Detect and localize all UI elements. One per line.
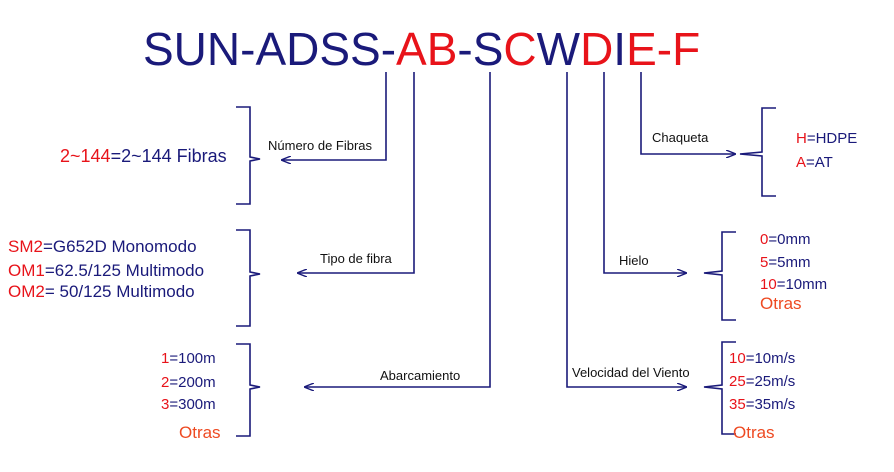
ice-other: Otras: [760, 294, 802, 313]
ice-eq: =5mm: [768, 254, 811, 271]
fiber-type-eq: =G652D: [42, 237, 112, 256]
fiber-type-code: OM2: [8, 282, 45, 301]
span-eq: =100m: [169, 350, 216, 367]
fiber-type-code: OM1: [8, 261, 45, 280]
label-fiber-type: Tipo de fibra: [320, 251, 392, 266]
wind-other: Otras: [733, 423, 775, 442]
span-code: 3: [161, 396, 170, 413]
span-row: 2=200m: [161, 375, 216, 390]
fiber-type-desc: Monomodo: [111, 237, 197, 256]
fibers-code: 2~144: [60, 146, 111, 166]
fiber-type-eq: =62.5/125: [44, 261, 126, 280]
title-part: -S: [457, 23, 504, 75]
ice-eq: =10mm: [776, 276, 828, 293]
wind-brace: [703, 341, 736, 435]
title-part: SUN-ADSS-: [143, 23, 397, 75]
wind-row: 10=10m/s: [729, 351, 795, 366]
jacket-row: A=AT: [796, 155, 833, 170]
wind-eq: =10m/s: [745, 350, 796, 367]
title-part: E-F: [626, 23, 701, 75]
wind-connector: [566, 72, 686, 387]
jacket-brace: [739, 107, 776, 197]
fiber-type-brace: [236, 229, 261, 327]
jacket-eq: =HDPE: [806, 130, 858, 147]
fibers-desc: Fibras: [176, 146, 227, 166]
ice-eq: =0mm: [768, 231, 811, 248]
wind-code: 35: [729, 396, 746, 413]
wind-code: 25: [729, 373, 746, 390]
span-code: 2: [161, 374, 170, 391]
fiber-type-row: SM2=G652D Monomodo: [8, 238, 197, 255]
span-eq: =200m: [169, 374, 216, 391]
span-other: Otras: [179, 423, 221, 442]
fibers-entry: 2~144=2~144 Fibras: [60, 147, 227, 165]
jacket-row: H=HDPE: [796, 131, 857, 146]
fiber-type-eq: = 50/125: [44, 282, 117, 301]
title-part: W: [536, 23, 581, 75]
jacket-code: H: [796, 130, 807, 147]
fibers-brace: [236, 106, 261, 205]
span-row: 1=100m: [161, 351, 216, 366]
ice-brace: [703, 231, 736, 321]
title-part: I: [613, 23, 627, 75]
ice-code: 10: [760, 276, 777, 293]
span-connector: [305, 72, 491, 387]
span-code: 1: [161, 350, 170, 367]
wind-code: 10: [729, 350, 746, 367]
label-jacket: Chaqueta: [652, 130, 709, 145]
fiber-type-code: SM2: [8, 237, 43, 256]
wind-row: 25=25m/s: [729, 374, 795, 389]
fiber-type-desc: Multimodo: [116, 282, 195, 301]
label-ice: Hielo: [619, 253, 649, 268]
ice-row: 5=5mm: [760, 255, 810, 270]
wind-row: 35=35m/s: [729, 397, 795, 412]
ice-row: 0=0mm: [760, 232, 810, 247]
jacket-code: A: [796, 154, 807, 171]
fiber-type-row: OM2= 50/125 Multimodo: [8, 283, 195, 300]
fibers-connector: [282, 72, 387, 160]
label-wind: Velocidad del Viento: [572, 365, 690, 380]
span-brace: [236, 343, 261, 437]
fiber-type-row: OM1=62.5/125 Multimodo: [8, 262, 204, 279]
fiber-type-connector: [298, 72, 415, 273]
ice-connector: [603, 72, 686, 273]
jacket-connector: [640, 72, 735, 154]
ice-row: 10=10mm: [760, 277, 827, 292]
fibers-eq: =2~144: [110, 146, 177, 166]
ice-code: 5: [760, 254, 769, 271]
jacket-eq: =AT: [806, 154, 833, 171]
wind-eq: =35m/s: [745, 396, 796, 413]
label-span: Abarcamiento: [380, 368, 461, 383]
title-part: AB: [396, 23, 458, 75]
span-eq: =300m: [169, 396, 216, 413]
title-part: C: [503, 23, 537, 75]
ice-code: 0: [760, 231, 769, 248]
title-part: D: [580, 23, 614, 75]
fiber-type-desc: Multimodo: [125, 261, 205, 280]
model-code-title: SUN-ADSS-AB-SCWDIE-F: [143, 26, 700, 72]
wind-eq: =25m/s: [745, 373, 796, 390]
label-fibers: Número de Fibras: [268, 138, 373, 153]
span-row: 3=300m: [161, 397, 216, 412]
